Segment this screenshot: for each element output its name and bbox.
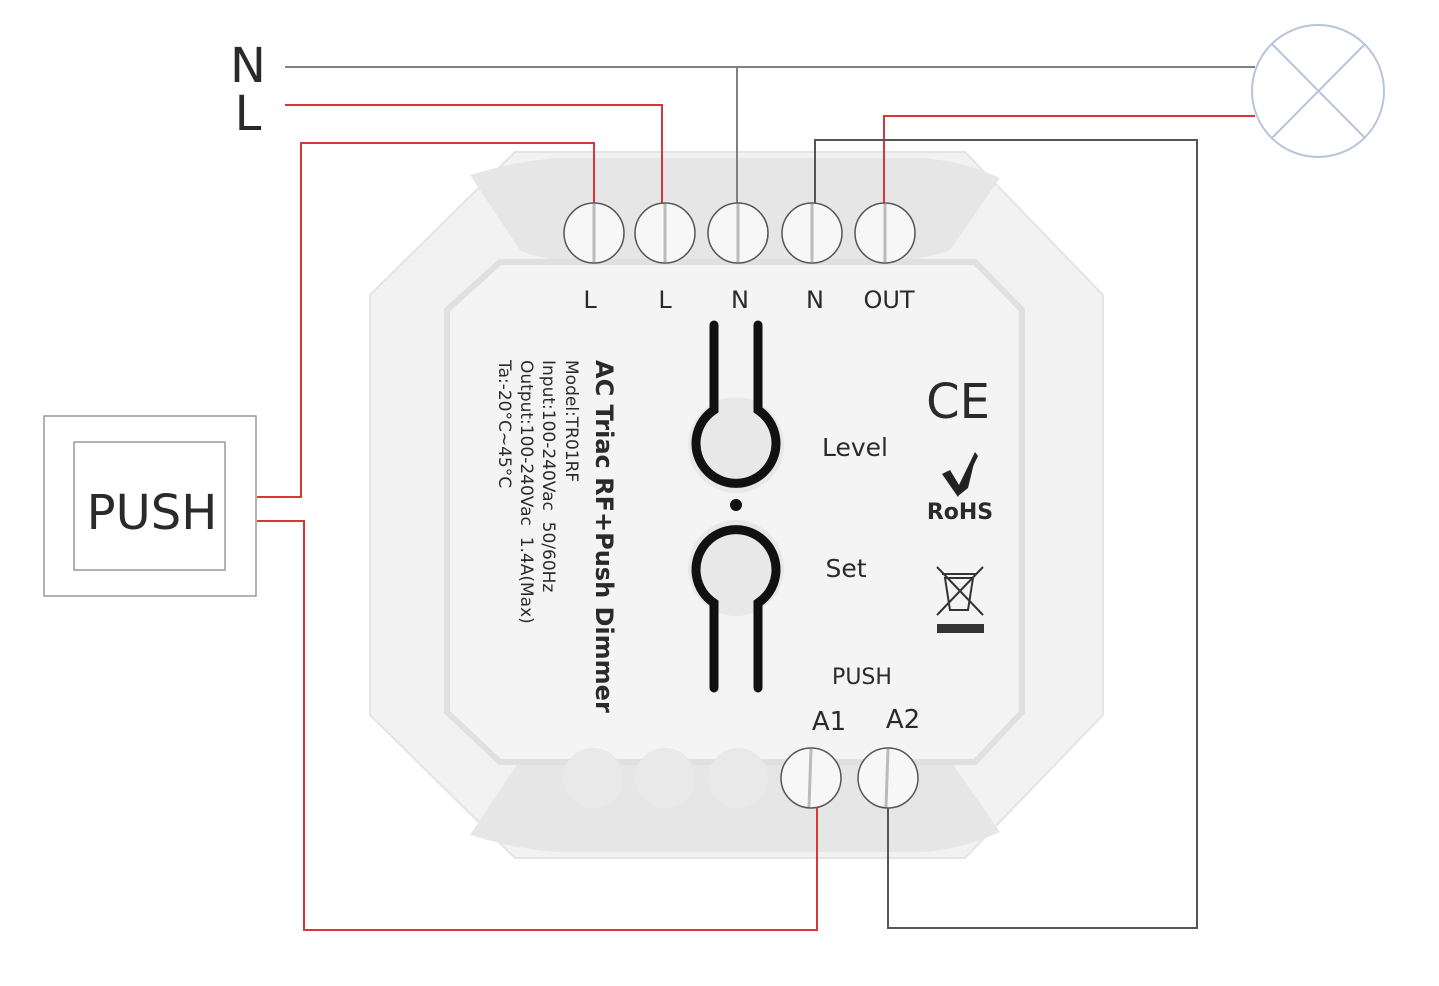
neutral-a2-wire [814, 139, 1198, 929]
buttons [688, 320, 784, 693]
set-button [691, 525, 781, 693]
terminal-label-a2: A2 [886, 705, 920, 735]
ce-icon: CE [926, 374, 990, 430]
lamp-icon [1251, 24, 1385, 158]
out-wire [883, 115, 1255, 205]
push-switch: PUSH [43, 415, 257, 597]
live-label: L [235, 86, 262, 142]
spec-output: Output:100-240Vac 1.4A(Max) [516, 360, 536, 624]
spec-temperature: Ta:-20°C~45°C [494, 359, 514, 488]
level-label: Level [822, 433, 888, 462]
spec-input: Input:100-240Vac 50/60Hz [538, 360, 558, 592]
svg-text:RoHS: RoHS [927, 500, 993, 525]
device-title: AC Triac RF+Push Dimmer [590, 360, 618, 713]
level-button [691, 320, 781, 488]
push-label: PUSH [832, 665, 892, 690]
bottom-terminals [563, 747, 919, 809]
live-wire [285, 104, 663, 205]
terminal-label-n2: N [806, 286, 824, 314]
terminal-label-out: OUT [863, 286, 914, 314]
terminal-label-l2: L [658, 286, 672, 314]
terminal-label-l1: L [583, 286, 597, 314]
set-label: Set [825, 554, 866, 583]
terminal-label-n1: N [731, 286, 749, 314]
wires [257, 66, 1255, 931]
weee-bin-icon [936, 566, 984, 633]
top-terminals [563, 202, 916, 264]
neutral-label: N [230, 38, 266, 94]
push-switch-label: PUSH [87, 485, 218, 541]
push-a1-wire [257, 520, 818, 931]
spec-model: Model:TR01RF [561, 360, 581, 482]
rohs-icon: RoHS [927, 452, 993, 525]
push-live-wire [257, 142, 595, 498]
terminal-label-a1: A1 [812, 707, 846, 737]
